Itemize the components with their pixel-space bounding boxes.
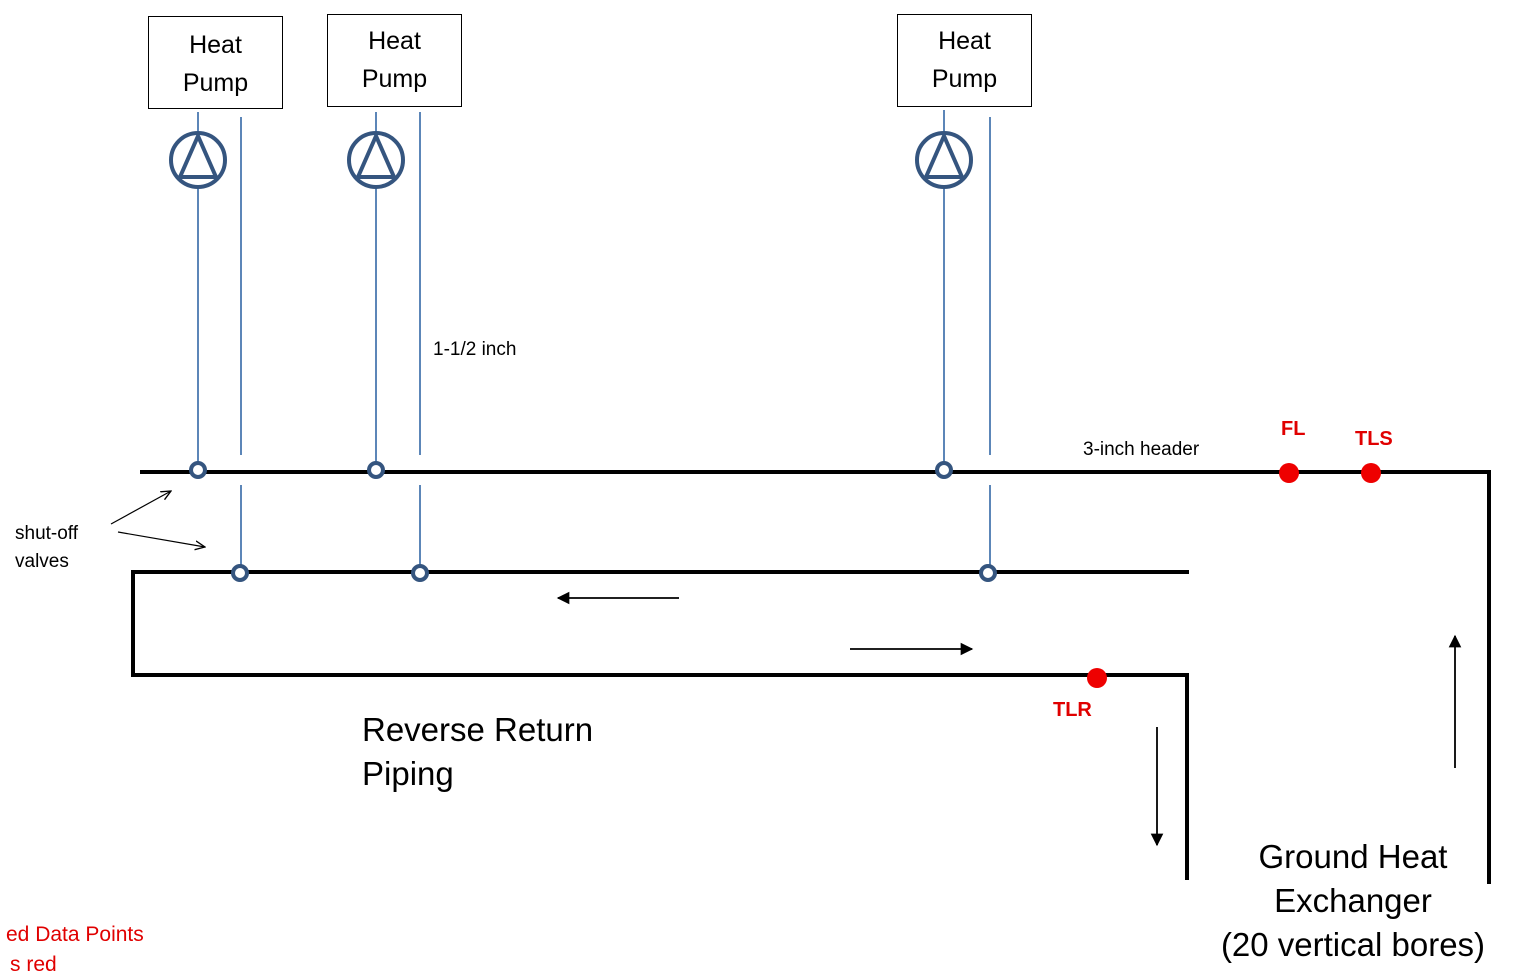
heat-pump-label-line2: Pump xyxy=(182,69,249,97)
pump-3-icon xyxy=(915,131,973,189)
ghx-line3: (20 vertical bores) xyxy=(1220,926,1486,963)
shutoff-valves-label: shut-off valves xyxy=(15,520,78,576)
sensors xyxy=(1087,463,1381,688)
valve-return-2-icon xyxy=(411,564,429,582)
ground-heat-exchanger-label: Ground Heat Exchanger (20 vertical bores… xyxy=(1199,835,1507,967)
valve-return-1-icon xyxy=(231,564,249,582)
legend-line1: ed Data Points xyxy=(6,923,144,946)
valve-callout-arrows xyxy=(110,491,205,547)
callout-arrow-upper xyxy=(110,491,171,525)
heat-pump-label-line1: Heat xyxy=(368,27,421,55)
sensor-tls-marker xyxy=(1361,463,1381,483)
shutoff-valves-line1: shut-off xyxy=(15,523,79,544)
supply-branches xyxy=(197,110,945,468)
valves xyxy=(189,461,997,582)
header-size-label: 3-inch header xyxy=(1083,439,1200,460)
reverse-return-line1: Reverse Return xyxy=(362,711,594,748)
shutoff-valves-line2: valves xyxy=(15,551,69,572)
ghx-line1: Ground Heat xyxy=(1258,838,1448,875)
sensor-tlr-label: TLR xyxy=(1053,699,1092,721)
legend: ed Data Points s red xyxy=(0,920,144,980)
pump-1-icon xyxy=(169,131,227,189)
valve-supply-1-icon xyxy=(189,461,207,479)
sensor-tls-label: TLS xyxy=(1355,428,1393,450)
sensor-fl-marker xyxy=(1279,463,1299,483)
supply-header-pipe xyxy=(140,470,1491,884)
reverse-return-line2: Piping xyxy=(362,755,454,792)
reverse-return-label: Reverse Return Piping xyxy=(362,708,593,796)
flow-arrows xyxy=(556,591,1462,847)
heat-pump-1: Heat Pump xyxy=(148,16,283,109)
heat-pump-label-line2: Pump xyxy=(931,65,998,93)
heat-pump-label-line1: Heat xyxy=(189,31,242,59)
callout-arrow-lower xyxy=(117,531,205,547)
branch-pipe-size-label: 1-1/2 inch xyxy=(433,339,517,360)
pump-2-icon xyxy=(347,131,405,189)
sensor-fl-label: FL xyxy=(1281,418,1306,440)
valve-supply-3-icon xyxy=(935,461,953,479)
headers xyxy=(131,470,1491,884)
sensor-tlr-marker xyxy=(1087,668,1107,688)
valve-supply-2-icon xyxy=(367,461,385,479)
pumps xyxy=(169,131,973,189)
heat-pump-label-line1: Heat xyxy=(938,27,991,55)
valve-return-3-icon xyxy=(979,564,997,582)
return-branches xyxy=(240,112,991,570)
return-header-pipe xyxy=(131,570,1189,880)
heat-pump-label-line2: Pump xyxy=(361,65,428,93)
heat-pump-3: Heat Pump xyxy=(897,14,1032,107)
ghx-line2: Exchanger xyxy=(1274,882,1432,919)
legend-line2: s red xyxy=(10,953,57,976)
heat-pump-2: Heat Pump xyxy=(327,14,462,107)
